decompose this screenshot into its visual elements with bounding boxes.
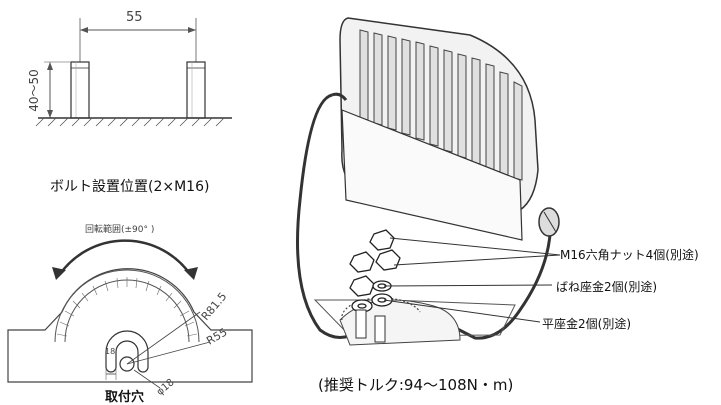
bolt-position-caption: ボルト設置位置(2×M16) (50, 179, 210, 195)
bolt-1 (355, 309, 367, 339)
angle-scale-ticks (56, 277, 198, 337)
spring-washer-callout-label: ばね座金2個(別途) (556, 280, 657, 294)
nut-callout-label: M16六角ナット4個(別途) (560, 248, 699, 262)
bolt-left (70, 61, 90, 119)
torque-note: (推奨トルク:94～108N・m) (318, 376, 514, 394)
bolt-right (186, 61, 206, 119)
mounting-slot (105, 330, 149, 373)
mounting-bracket-left (296, 93, 392, 339)
bolt-position-diagram: 55 40～50 ボルト設置位置(2×M16) (0, 0, 260, 200)
floodlight-drawing (296, 17, 560, 346)
cooling-fins (359, 29, 523, 181)
width-dimension-label: 55 (126, 10, 143, 25)
rotation-arrow (58, 239, 192, 275)
bolt-position-drawing (35, 18, 232, 127)
slot-width-label: 18 (105, 347, 116, 356)
bolt-2 (374, 315, 386, 343)
floodlight-illustration (270, 0, 570, 370)
mounting-hole-caption: 取付穴 (105, 390, 145, 405)
flat-washer-callout-label: 平座金2個(別途) (542, 317, 631, 331)
rotation-range-label: 回転範囲(±90° ) (85, 225, 155, 235)
height-dimension-label: 40～50 (26, 69, 41, 112)
mounting-hole-diagram: 回転範囲(±90° ) R81.5 R55 φ18 18 取付穴 (0, 212, 280, 405)
mounting-hole-drawing (7, 239, 253, 389)
